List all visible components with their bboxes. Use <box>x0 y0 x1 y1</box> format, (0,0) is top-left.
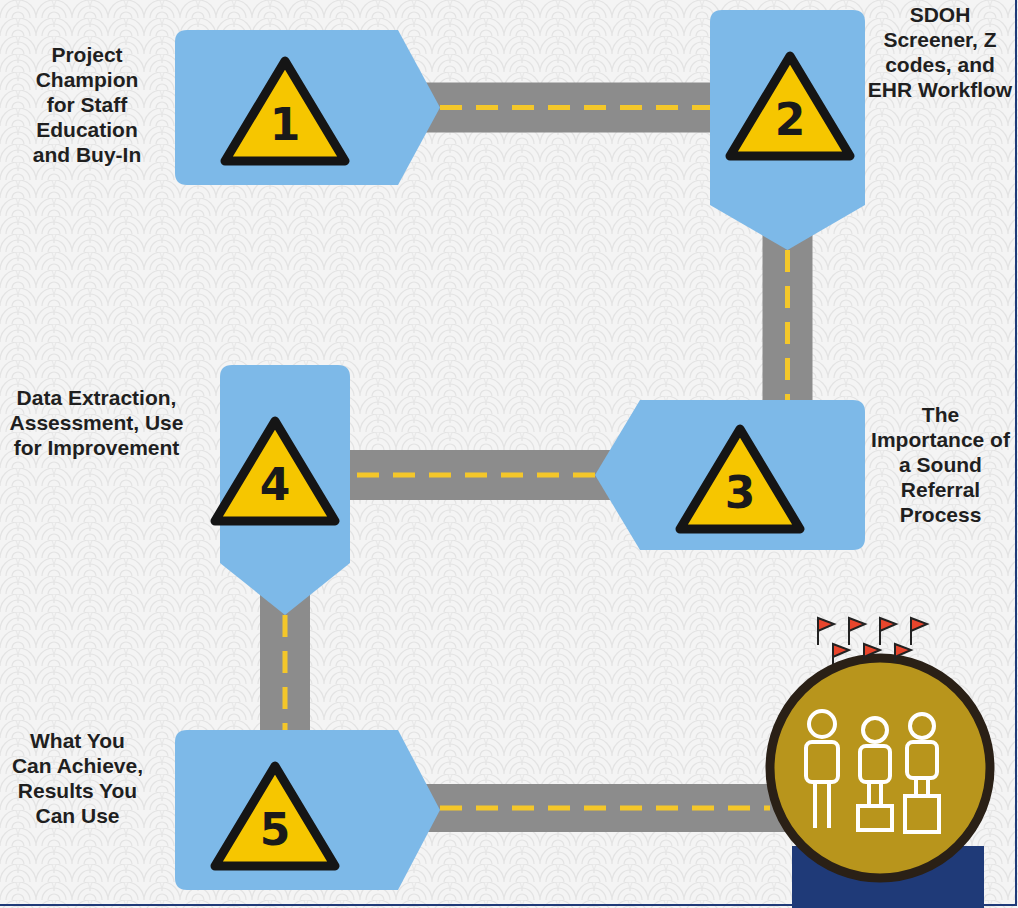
signpost-shape <box>175 30 440 185</box>
step-number: 3 <box>676 471 804 515</box>
road-connector <box>787 250 788 400</box>
road-connector <box>440 107 710 108</box>
step-number: 4 <box>211 463 339 507</box>
road-dashes <box>440 806 770 811</box>
signpost-node: SDOH Screener, Z codes, and EHR Workflow… <box>710 10 865 250</box>
road-to-goal <box>420 784 790 832</box>
step-label: Data Extraction, Assessment, Use for Imp… <box>4 385 189 460</box>
people-podium <box>806 711 939 832</box>
road-connector <box>350 475 595 476</box>
road-dashes <box>283 615 288 730</box>
step-number: 5 <box>211 808 339 852</box>
signpost-outline <box>710 10 865 250</box>
signpost-node: Data Extraction, Assessment, Use for Imp… <box>220 365 350 615</box>
signpost-shape <box>175 730 440 890</box>
road-surface <box>440 83 710 133</box>
signpost-outline <box>595 400 865 550</box>
signpost-outline <box>175 30 440 185</box>
road-surface <box>260 615 310 730</box>
flags <box>818 618 927 664</box>
road-surface <box>350 450 595 500</box>
goal-circle <box>770 658 990 878</box>
step-number: 1 <box>221 103 349 147</box>
signpost-node: The Importance of a Sound Referral Proce… <box>595 400 865 550</box>
road-surface <box>763 250 813 400</box>
step-number: 2 <box>726 98 854 142</box>
step-label: Project Champion for Staff Education and… <box>22 42 152 167</box>
signpost-node: What You Can Achieve, Results You Can Us… <box>175 730 440 890</box>
step-label: The Importance of a Sound Referral Proce… <box>868 402 1013 527</box>
signpost-node: Project Champion for Staff Education and… <box>175 30 440 185</box>
goal-base <box>792 846 984 908</box>
frame-line <box>1015 0 1017 906</box>
step-label: SDOH Screener, Z codes, and EHR Workflow <box>866 2 1014 102</box>
road-dashes <box>440 105 710 110</box>
frame-line <box>0 904 1016 906</box>
road-dashes <box>785 250 790 400</box>
step-label: What You Can Achieve, Results You Can Us… <box>10 728 145 828</box>
road-connector <box>285 615 286 730</box>
signpost-outline <box>175 730 440 890</box>
road-dashes <box>350 473 595 478</box>
